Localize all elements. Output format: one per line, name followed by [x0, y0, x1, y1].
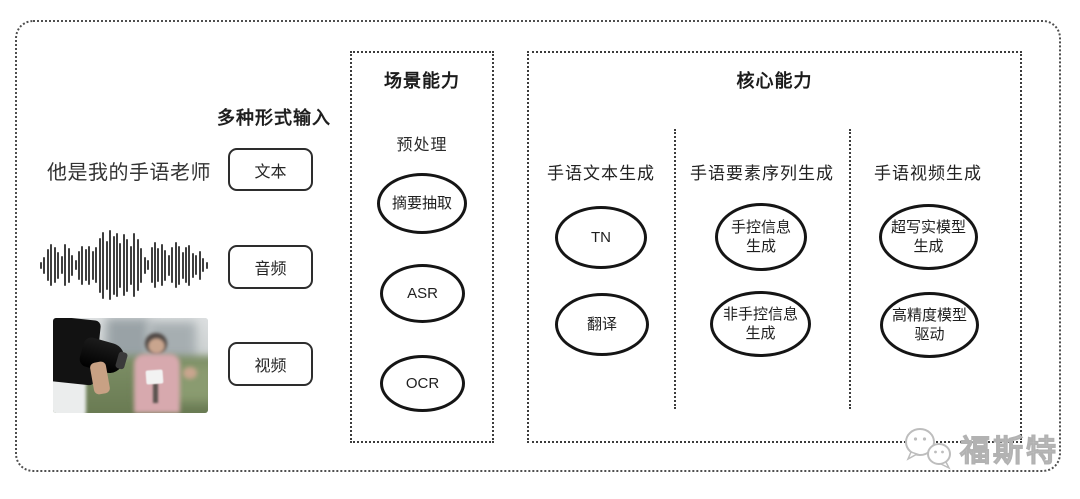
watermark: 福斯特 — [901, 424, 1059, 472]
node-label: ASR — [407, 284, 438, 302]
node-label-line: 生成 — [745, 325, 776, 342]
node-label-line: 超写实模型 — [890, 218, 966, 236]
node-label-line: 驱动 — [914, 326, 945, 343]
node-translation: 翻译 — [555, 293, 649, 356]
video-thumbnail — [53, 318, 208, 413]
input-section-label: 多种形式输入 — [217, 108, 331, 128]
node-label-line: 手控信息 — [730, 218, 791, 236]
watermark-bubbles-icon — [905, 428, 951, 470]
scene-capability-box: 场景能力 预处理 摘要抽取 ASR OCR — [350, 51, 494, 443]
column-header-element-sequence-generation: 手语要素序列生成 — [690, 164, 834, 183]
node-label-line: 高精度模型 — [891, 306, 967, 324]
column-divider — [849, 129, 851, 409]
sample-text: 他是我的手语老师 — [47, 162, 211, 184]
node-label-line: 生成 — [745, 238, 776, 255]
node-nonmanual-info-generation: 非手控信息 生成 — [710, 291, 811, 357]
preprocessing-label: 预处理 — [396, 137, 448, 154]
node-asr: ASR — [380, 264, 465, 323]
node-ocr: OCR — [380, 355, 465, 412]
node-label: 摘要抽取 — [391, 194, 452, 212]
text-input-box: 文本 — [228, 148, 313, 191]
node-hyperrealistic-model-generation: 超写实模型 生成 — [879, 204, 978, 270]
audio-waveform — [40, 229, 208, 301]
audio-input-box: 音频 — [228, 245, 313, 289]
video-reporter-face — [147, 337, 165, 355]
video-reporter-hand — [183, 367, 198, 379]
node-manual-info-generation: 手控信息 生成 — [715, 203, 807, 271]
video-microphone — [152, 382, 158, 404]
scene-box-title: 场景能力 — [384, 71, 460, 91]
video-mic-flag — [145, 369, 164, 386]
core-box-title: 核心能力 — [736, 71, 813, 91]
node-label-line: 生成 — [913, 238, 944, 255]
core-capability-box: 核心能力 手语文本生成 手语要素序列生成 手语视频生成 TN 翻译 手控信息 生… — [527, 51, 1022, 443]
node-summary-extraction: 摘要抽取 — [377, 173, 467, 234]
watermark-text: 福斯特 — [960, 435, 1059, 469]
outer-dotted-border — [15, 20, 1061, 472]
column-header-text-generation: 手语文本生成 — [547, 164, 655, 183]
node-tn: TN — [555, 206, 647, 269]
node-label: 翻译 — [586, 315, 617, 333]
video-input-box: 视频 — [228, 342, 313, 386]
node-label: TN — [591, 228, 611, 246]
node-high-precision-model-driving: 高精度模型 驱动 — [880, 292, 979, 358]
column-header-video-generation: 手语视频生成 — [874, 164, 982, 183]
node-label-line: 非手控信息 — [722, 305, 798, 323]
column-divider — [674, 129, 676, 409]
node-label: OCR — [405, 374, 440, 392]
